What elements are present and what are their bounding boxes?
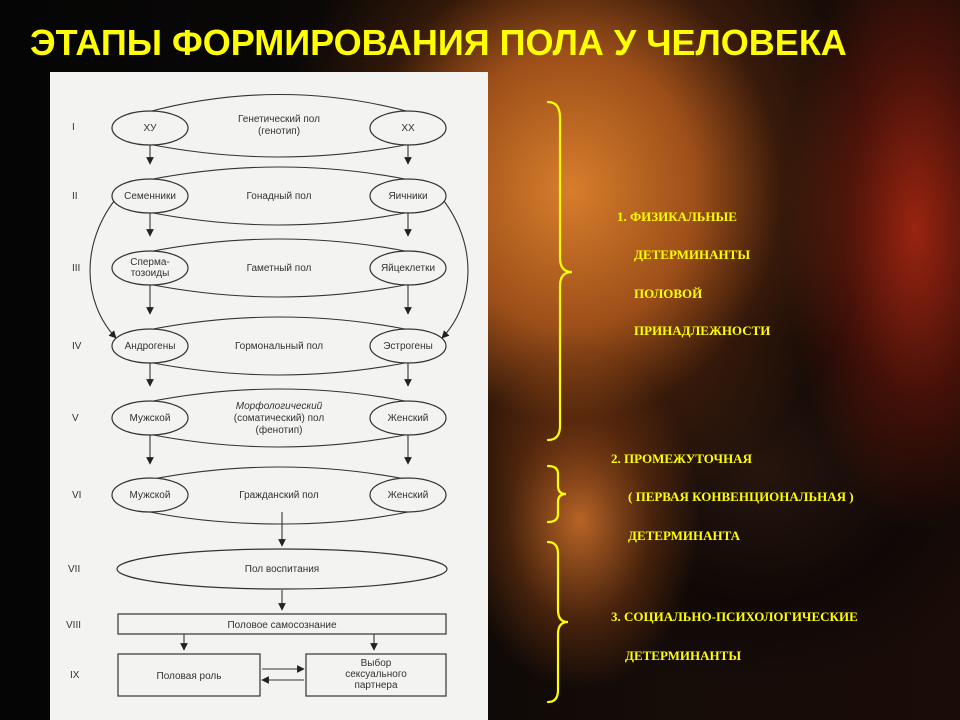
center-label-8: Половое самосознание bbox=[227, 620, 336, 631]
node-right-4: Эстрогены bbox=[383, 341, 433, 352]
node-left-4: Андрогены bbox=[125, 341, 176, 352]
stage-boxes bbox=[117, 613, 447, 697]
arc-stage-6-top bbox=[147, 466, 411, 481]
determinant-2-line-2: ( ПЕРВАЯ КОНВЕНЦИОНАЛЬНАЯ ) bbox=[628, 489, 854, 504]
box-partner-choice bbox=[305, 653, 447, 697]
arc-stage-2-bottom bbox=[147, 211, 411, 226]
center-label-2: Гонадный пол bbox=[247, 191, 312, 202]
slide-title: ЭТАПЫ ФОРМИРОВАНИЯ ПОЛА У ЧЕЛОВЕКА bbox=[30, 22, 847, 63]
node-left-5: Мужской bbox=[130, 413, 171, 424]
box-label-choice-b: сексуального bbox=[345, 669, 407, 680]
box-label-choice-c: партнера bbox=[354, 680, 398, 691]
center-label-1a: Генетический пол bbox=[238, 114, 320, 125]
arc-right-loop bbox=[439, 195, 469, 339]
arc-stage-3-top bbox=[147, 238, 411, 253]
stage-number: IX bbox=[70, 670, 80, 681]
center-label-3: Гаметный пол bbox=[247, 263, 312, 274]
node-right-3: Яйцеклетки bbox=[381, 263, 435, 274]
sex-formation-diagram: I II III IV V VI VII VIII IX ХУ ХХ Генет… bbox=[50, 72, 488, 720]
node-right-2: Яичники bbox=[388, 191, 427, 202]
box-sex-role bbox=[117, 653, 261, 697]
node-left-6: Мужской bbox=[130, 490, 171, 501]
stage-number: VI bbox=[72, 490, 81, 501]
ellipse-6-right bbox=[369, 477, 447, 513]
determinant-1-line-2: ДЕТЕРМИНАНТЫ bbox=[634, 247, 751, 262]
arc-stage-3-bottom bbox=[147, 283, 411, 298]
vertical-arrows bbox=[146, 145, 412, 684]
box-self-awareness bbox=[117, 613, 447, 635]
ellipse-6-left bbox=[111, 477, 189, 513]
node-left-3b: тозоиды bbox=[131, 268, 170, 279]
ellipse-5-left bbox=[111, 400, 189, 436]
ellipse-5-right bbox=[369, 400, 447, 436]
stage-number: VII bbox=[68, 564, 80, 575]
ellipse-3-right bbox=[369, 250, 447, 286]
arc-stage-4-bottom bbox=[147, 361, 411, 376]
connector-arcs bbox=[89, 94, 469, 481]
determinant-2-line-1: 2. ПРОМЕЖУТОЧНАЯ bbox=[611, 451, 752, 466]
stage-number: VIII bbox=[66, 620, 81, 631]
determinant-2-line-3: ДЕТЕРМИНАНТА bbox=[628, 528, 741, 543]
center-label-5b: (соматический) пол bbox=[234, 413, 325, 424]
stage-number: V bbox=[72, 413, 79, 424]
determinant-1-line-1: 1. ФИЗИКАЛЬНЫЕ bbox=[617, 209, 737, 224]
ellipse-1-left bbox=[111, 110, 189, 146]
determinant-1-line-3: ПОЛОВОЙ bbox=[634, 286, 703, 301]
node-right-1: ХХ bbox=[401, 123, 415, 134]
center-label-7: Пол воспитания bbox=[245, 564, 319, 575]
stage-number: IV bbox=[72, 341, 82, 352]
node-right-6: Женский bbox=[388, 490, 429, 501]
arc-left-loop bbox=[89, 195, 119, 339]
ellipse-7-center bbox=[116, 548, 448, 590]
converge-lines bbox=[149, 511, 409, 525]
ellipse-4-right bbox=[369, 328, 447, 364]
ellipse-2-right bbox=[369, 178, 447, 214]
arc-stage-4-top bbox=[147, 316, 411, 331]
arc-stage-1-bottom bbox=[147, 143, 411, 158]
ellipse-4-left bbox=[111, 328, 189, 364]
stage-numbers: I II III IV V VI VII VIII IX bbox=[66, 122, 82, 681]
ellipse-2-left bbox=[111, 178, 189, 214]
box-label-role: Половая роль bbox=[157, 671, 222, 682]
determinant-3-line-1: 3. СОЦИАЛЬНО-ПСИХОЛОГИЧЕСКИЕ bbox=[611, 609, 858, 624]
determinant-3-line-2: ДЕТЕРМИНАНТЫ bbox=[625, 648, 742, 663]
center-label-6: Гражданский пол bbox=[239, 490, 319, 501]
stage-ellipses bbox=[111, 110, 448, 590]
determinant-1-line-4: ПРИНАДЛЕЖНОСТИ bbox=[634, 323, 771, 338]
converge-left bbox=[149, 511, 283, 525]
converge-right bbox=[281, 511, 409, 525]
center-label-5c: (фенотип) bbox=[256, 424, 303, 436]
center-label-1b: (генотип) bbox=[258, 126, 300, 137]
node-left-3a: Сперма- bbox=[130, 257, 170, 268]
center-label-5a: Морфологический bbox=[236, 400, 323, 412]
node-labels: ХУ ХХ Генетический пол (генотип) Семенни… bbox=[124, 114, 435, 691]
stage-number: I bbox=[72, 122, 75, 133]
box-label-choice-a: Выбор bbox=[361, 657, 392, 669]
stage-number: III bbox=[72, 263, 80, 274]
arc-stage-5-top bbox=[147, 388, 411, 403]
node-right-5: Женский bbox=[388, 413, 429, 424]
stage-number: II bbox=[72, 191, 78, 202]
node-left-2: Семенники bbox=[124, 191, 176, 202]
arc-stage-2-top bbox=[147, 166, 411, 181]
center-label-4: Гормональный пол bbox=[235, 341, 323, 352]
ellipse-3-left bbox=[111, 250, 189, 286]
diagram-canvas: I II III IV V VI VII VIII IX ХУ ХХ Генет… bbox=[66, 94, 469, 697]
arc-stage-1-top bbox=[147, 94, 411, 113]
node-left-1: ХУ bbox=[143, 123, 157, 134]
arc-stage-5-bottom bbox=[147, 433, 411, 448]
ellipse-1-right bbox=[369, 110, 447, 146]
